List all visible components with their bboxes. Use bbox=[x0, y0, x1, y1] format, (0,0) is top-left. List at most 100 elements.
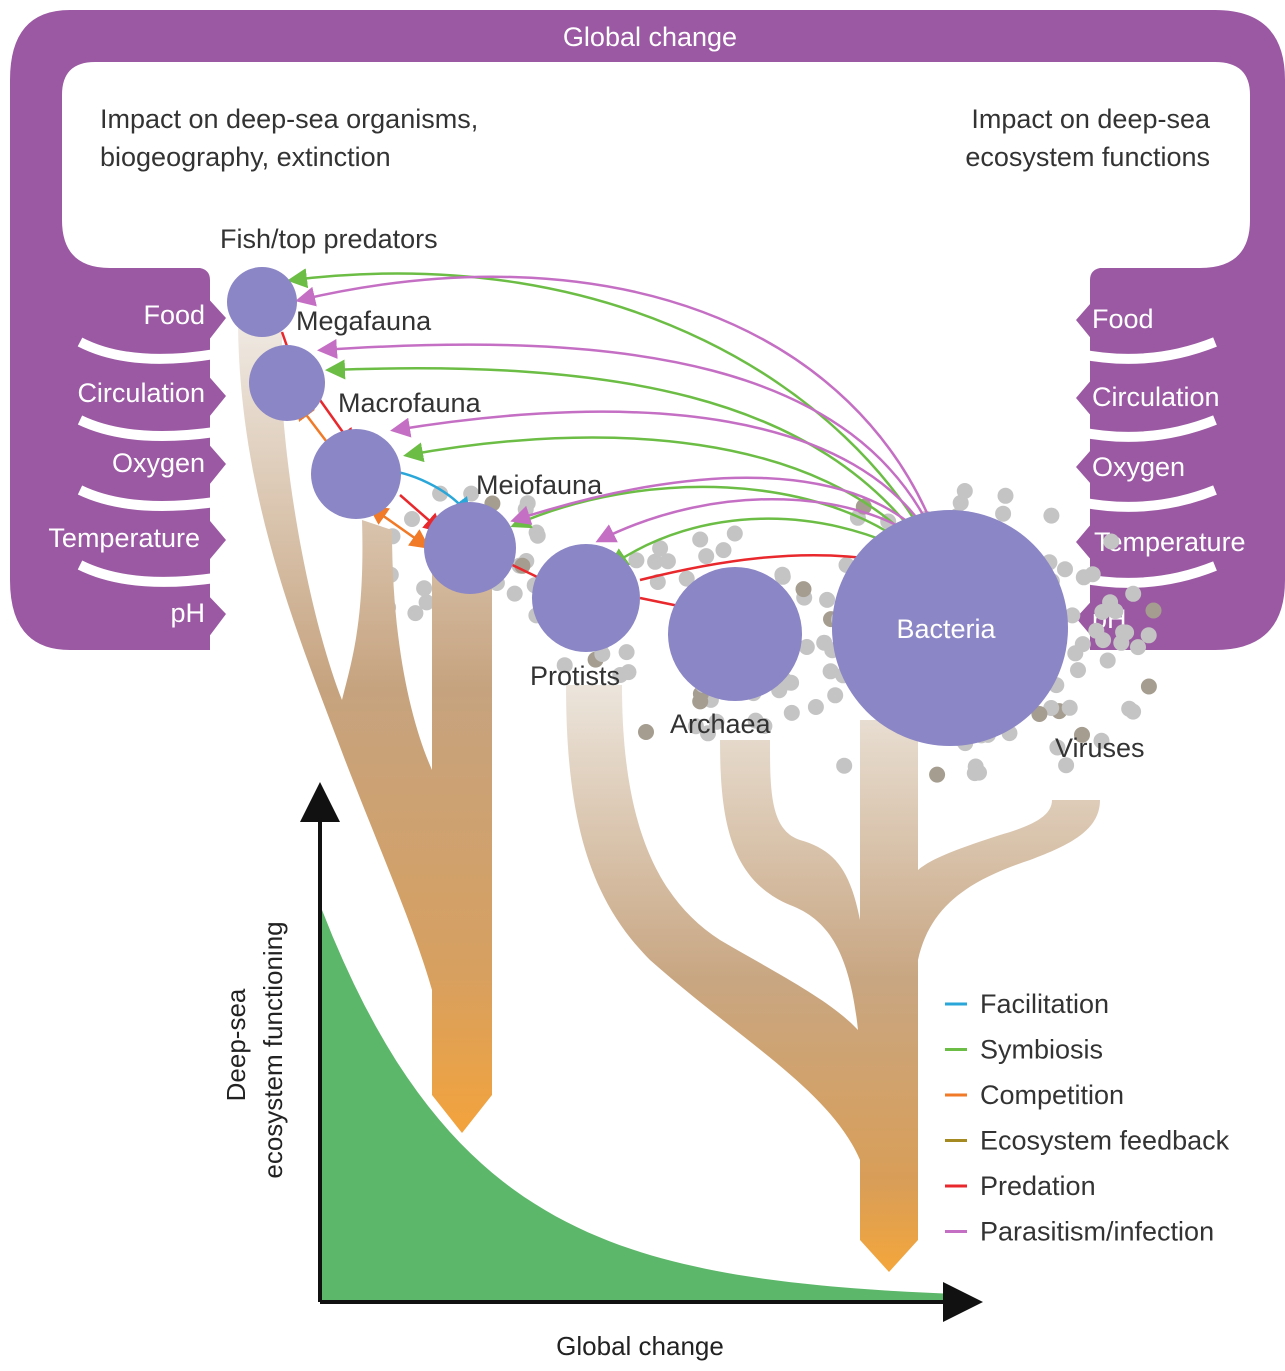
organisms bbox=[227, 267, 1068, 746]
virus-particle bbox=[795, 581, 812, 598]
virus-particle bbox=[649, 574, 666, 590]
driver-left-temperature: Temperature bbox=[48, 523, 200, 553]
meiofauna-circle bbox=[424, 502, 516, 594]
functioning-curve bbox=[322, 910, 960, 1300]
parasitism-arrow-megafauna bbox=[317, 339, 940, 546]
virus-particle bbox=[798, 639, 815, 655]
label-viruses: Viruses bbox=[1055, 733, 1145, 763]
virus-particle bbox=[929, 766, 946, 783]
virus-particle bbox=[1043, 700, 1060, 716]
virus-particle bbox=[1140, 627, 1157, 644]
virus-particle bbox=[1043, 507, 1060, 524]
functioning-chart: Deep-sea ecosystem functioning Global ch… bbox=[221, 782, 983, 1361]
interaction-arrows bbox=[280, 268, 942, 619]
symbiosis-arrow-megafauna bbox=[325, 359, 932, 556]
label-fish: Fish/top predators bbox=[220, 224, 438, 254]
virus-particle bbox=[506, 585, 523, 602]
virus-particle bbox=[971, 764, 987, 781]
label-archaea: Archaea bbox=[670, 709, 772, 739]
virus-particle bbox=[1099, 652, 1116, 669]
virus-particle bbox=[1074, 636, 1091, 653]
megafauna-circle bbox=[249, 345, 325, 421]
virus-particle bbox=[1057, 561, 1073, 578]
virus-particle bbox=[819, 591, 836, 608]
tree-of-life bbox=[238, 325, 1100, 1272]
virus-particle bbox=[618, 644, 635, 661]
virus-particle bbox=[638, 724, 654, 740]
virus-particle bbox=[628, 552, 645, 569]
archaea-circle bbox=[668, 567, 802, 701]
legend: FacilitationSymbiosisCompetitionEcosyste… bbox=[945, 989, 1230, 1247]
virus-particle bbox=[997, 487, 1014, 504]
virus-particle bbox=[692, 693, 709, 710]
virus-particle bbox=[708, 713, 725, 730]
symbiosis-arrow-meiofauna bbox=[510, 485, 921, 556]
left-driver-tabs bbox=[77, 295, 226, 642]
virus-particle bbox=[1049, 739, 1066, 756]
tree-trunk-microbes bbox=[566, 685, 1100, 1272]
driver-right-circulation: Circulation bbox=[1092, 382, 1220, 412]
virus-particle bbox=[692, 531, 709, 548]
virus-particle bbox=[1130, 639, 1146, 656]
impact-right-line-1: Impact on deep-sea bbox=[971, 104, 1211, 134]
virus-particle bbox=[1093, 732, 1110, 749]
virus-particle bbox=[556, 657, 573, 674]
legend-label: Ecosystem feedback bbox=[980, 1126, 1230, 1156]
parasitism-arrow-fish bbox=[295, 275, 942, 546]
virus-particle bbox=[807, 699, 824, 715]
legend-label: Predation bbox=[980, 1171, 1096, 1201]
virus-particle bbox=[726, 525, 743, 542]
symbiosis-arrow-macrofauna bbox=[403, 436, 926, 556]
virus-particle bbox=[1061, 699, 1078, 716]
virus-particle bbox=[822, 663, 839, 680]
bacteria-circle bbox=[832, 510, 1068, 746]
parasitism-arrow-macrofauna bbox=[390, 410, 937, 546]
virus-particle bbox=[647, 553, 664, 570]
virus-particle bbox=[1103, 533, 1120, 550]
legend-label: Competition bbox=[980, 1080, 1124, 1110]
driver-left-ph: pH bbox=[170, 598, 205, 628]
virus-particle bbox=[1084, 566, 1101, 583]
label-bacteria: Bacteria bbox=[896, 614, 996, 644]
virus-particle bbox=[1058, 757, 1075, 774]
virus-particle bbox=[416, 580, 433, 597]
label-megafauna: Megafauna bbox=[296, 306, 432, 336]
virus-particle bbox=[1031, 706, 1048, 722]
driver-left-food: Food bbox=[143, 300, 205, 330]
virus-particle bbox=[747, 712, 764, 729]
virus-particle bbox=[1070, 662, 1086, 679]
virus-particle bbox=[407, 605, 424, 622]
virus-particle bbox=[836, 757, 853, 774]
virus-particle bbox=[404, 511, 420, 527]
fish-circle bbox=[227, 267, 297, 337]
virus-particle bbox=[1102, 594, 1119, 611]
impact-left-line-1: Impact on deep-sea organisms, bbox=[100, 104, 478, 134]
label-meiofauna: Meiofauna bbox=[476, 470, 603, 500]
virus-particle bbox=[652, 540, 669, 557]
driver-left-circulation: Circulation bbox=[77, 378, 205, 408]
virus-particle bbox=[1140, 678, 1157, 695]
virus-particle bbox=[528, 524, 545, 541]
virus-particle bbox=[827, 687, 844, 704]
virus-particle bbox=[687, 718, 704, 735]
virus-particle bbox=[700, 725, 716, 742]
virus-particle bbox=[995, 505, 1012, 522]
x-axis-label: Global change bbox=[556, 1331, 724, 1361]
legend-label: Symbiosis bbox=[980, 1035, 1103, 1065]
y-axis-label-1: Deep-sea bbox=[221, 988, 251, 1101]
macrofauna-circle bbox=[311, 429, 401, 519]
virus-particle bbox=[659, 553, 676, 570]
protists-circle bbox=[532, 544, 640, 652]
parasitism-arrow-meiofauna bbox=[510, 476, 933, 546]
symbiosis-arrow-fish bbox=[287, 268, 937, 556]
legend-label: Facilitation bbox=[980, 989, 1109, 1019]
virus-particle bbox=[1113, 634, 1130, 651]
label-macrofauna: Macrofauna bbox=[338, 388, 482, 418]
virus-particle bbox=[1145, 602, 1162, 619]
virus-particle bbox=[1095, 632, 1112, 649]
impact-left-line-2: biogeography, extinction bbox=[100, 142, 391, 172]
global-change-banner: Global change bbox=[563, 22, 737, 52]
virus-particle bbox=[514, 557, 531, 574]
